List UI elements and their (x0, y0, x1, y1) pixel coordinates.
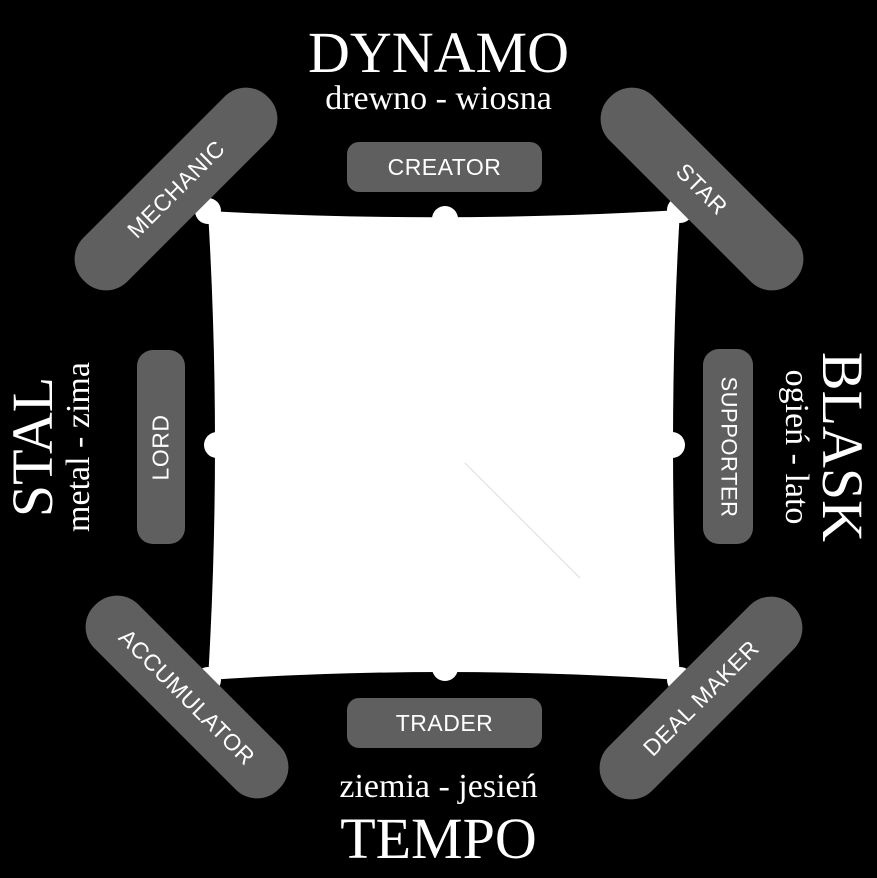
profile-lord-label: LORD (147, 414, 174, 480)
mid-dot-right (659, 432, 685, 458)
blask-subtitle: ogień - lato (778, 369, 815, 525)
stal-subtitle: metal - zima (60, 362, 97, 532)
profile-trader: TRADER (347, 698, 542, 748)
mid-dot-left (204, 432, 230, 458)
profile-star-label: STAR (671, 157, 734, 220)
profile-trader-label: TRADER (395, 709, 494, 736)
mid-dot-top (432, 206, 458, 232)
tempo-subtitle: ziemia - jesień (339, 768, 538, 805)
diagonal-line (464, 462, 581, 579)
profile-lord: LORD (137, 350, 185, 544)
profile-supporter-label: SUPPORTER (716, 375, 742, 518)
stal-title: STAL (0, 376, 65, 518)
profile-creator-label: CREATOR (387, 153, 502, 180)
dynamo-title: DYNAMO (308, 20, 569, 85)
center-square (208, 210, 680, 680)
profile-creator: CREATOR (347, 142, 542, 192)
tempo-title: TEMPO (340, 806, 537, 871)
dynamo-subtitle: drewno - wiosna (325, 80, 552, 117)
profile-supporter: SUPPORTER (703, 349, 753, 544)
blask-title: BLASK (810, 351, 875, 543)
mid-dot-bottom (432, 655, 458, 681)
